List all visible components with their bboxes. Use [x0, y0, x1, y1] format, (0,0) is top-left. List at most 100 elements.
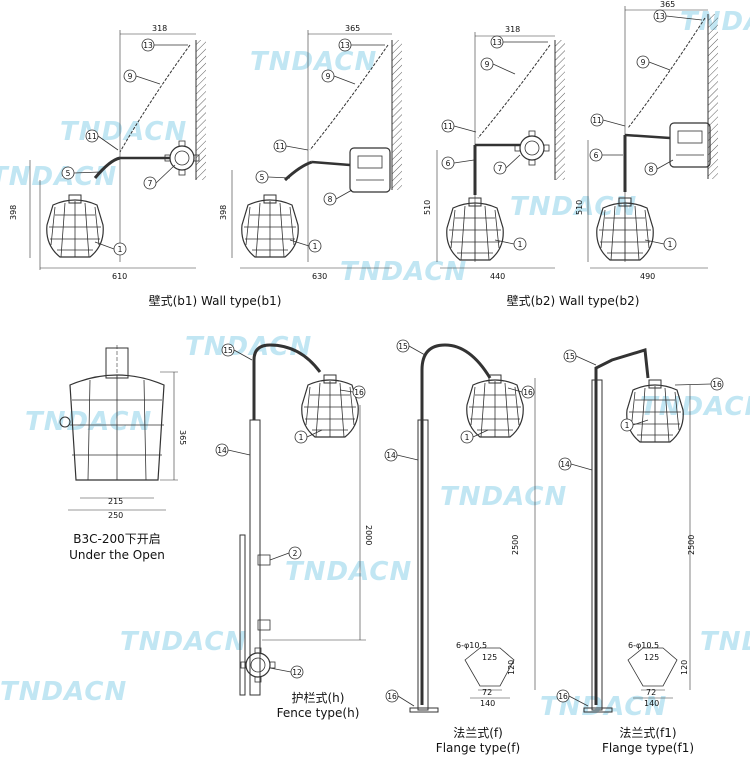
callout-number: 16 — [558, 692, 568, 701]
callout-b1b-5 — [255, 170, 291, 184]
callout-b1b-11 — [338, 38, 385, 52]
callout-number: 11 — [592, 116, 602, 125]
callout-b2b-10 — [590, 113, 626, 127]
dim-flange-holes: 6-φ10.5 — [456, 641, 487, 650]
callout-fence-15 — [339, 385, 366, 399]
callout-b2-6 — [441, 156, 475, 170]
dim-b2b-top: 365 — [660, 0, 675, 9]
callout-number: 9 — [128, 72, 133, 81]
callout-b1-10 — [85, 129, 119, 151]
caption-wall-type-b1: 壁式(b1) Wall type(b1) — [148, 294, 282, 308]
caption-fence-cn: 护栏式(h) — [291, 691, 345, 705]
callout-number: 15 — [398, 342, 408, 351]
dim-flange1-inner: 72 — [646, 688, 656, 697]
callout-b2-7 — [493, 154, 521, 175]
dim-b1b-bottom: 630 — [312, 272, 327, 281]
callout-b2-9 — [480, 57, 516, 75]
dim-b2-top: 318 — [505, 25, 520, 34]
callout-b2-1 — [494, 237, 527, 251]
callout-number: 1 — [299, 433, 304, 442]
callout-number: 7 — [498, 164, 503, 173]
callout-b1b-8 — [323, 189, 353, 206]
callout-number: 11 — [443, 122, 453, 131]
dim-flange-height: 2500 — [511, 535, 520, 555]
caption-flange-en: Flange type(f) — [435, 741, 521, 755]
callout-f-13 — [384, 448, 419, 462]
caption-flange-cn: 法兰式(f) — [453, 726, 503, 740]
callout-f-1 — [460, 429, 489, 444]
dim-b2-bottom: 440 — [490, 272, 505, 281]
figure-fence — [239, 343, 366, 696]
callout-number: 13 — [143, 41, 153, 50]
callout-number: 5 — [260, 173, 265, 182]
callout-number: 15 — [223, 346, 233, 355]
dim-b1-top: 318 — [152, 24, 167, 33]
callout-b1b-1 — [289, 239, 322, 253]
callout-fence-13 — [215, 443, 251, 457]
dim-fence-height: 2000 — [364, 525, 373, 545]
figure-b1-a — [29, 30, 206, 270]
dim-flange1-holes: 6-φ10.5 — [628, 641, 659, 650]
callout-f1-15 — [674, 377, 724, 391]
callout-number-layer: 13 9 11 5 7 1 13 9 11 5 8 1 13 9 11 6 7 … — [66, 12, 722, 701]
callout-b2b-6 — [589, 148, 623, 162]
caption-fence-en: Fence type(h) — [276, 706, 360, 720]
dim-b1-height: 398 — [9, 205, 18, 220]
watermark-layer: TNDACN TNDACN TNDACN TNDACN TNDACN TNDAC… — [0, 7, 750, 722]
callout-b2b-8 — [644, 159, 674, 176]
watermark-text: TNDACN — [640, 392, 750, 422]
callout-number: 14 — [217, 446, 227, 455]
callout-number: 13 — [340, 41, 350, 50]
dim-b2b-bottom: 490 — [640, 272, 655, 281]
callout-number: 13 — [655, 12, 665, 21]
callout-number: 5 — [66, 169, 71, 178]
callout-number: 2 — [293, 549, 298, 558]
figure-b2-b — [587, 6, 718, 269]
watermark-text: TNDACN — [120, 627, 247, 657]
callout-b2-11 — [490, 35, 548, 49]
callout-b1b-9 — [321, 69, 356, 85]
callout-f1-16 — [556, 689, 589, 707]
watermark-text: TNDACN — [285, 557, 412, 587]
watermark-text: TNDACN — [510, 192, 637, 222]
callout-number: 15 — [565, 352, 575, 361]
callout-number: 6 — [594, 151, 599, 160]
callout-number: 14 — [386, 451, 396, 460]
watermark-text: TNDACN — [340, 257, 467, 287]
callout-number: 6 — [446, 159, 451, 168]
dim-flange1-outer: 140 — [644, 699, 659, 708]
callout-number: 11 — [275, 142, 285, 151]
dim-open-height: 365 — [178, 430, 187, 445]
caption-wall-type-b2: 壁式(b2) Wall type(b2) — [506, 294, 640, 308]
dim-b1-bottom: 610 — [112, 272, 127, 281]
dim-flange1-height: 2500 — [687, 535, 696, 555]
callout-number: 1 — [313, 242, 318, 251]
watermark-text: TNDACN — [60, 117, 187, 147]
callout-number: 9 — [326, 72, 331, 81]
callout-number: 13 — [492, 38, 502, 47]
callout-b2-10 — [441, 119, 477, 133]
dim-flange-side: 120 — [507, 660, 516, 675]
watermark-text: TNDACN — [700, 627, 750, 657]
callout-b2b-9 — [636, 55, 671, 71]
callout-f-16 — [385, 689, 415, 707]
callout-f1-13 — [558, 457, 593, 471]
callout-b1-7 — [143, 164, 176, 190]
watermark-text: TNDACN — [0, 677, 127, 707]
callout-b1-9 — [123, 69, 161, 85]
callout-number: 1 — [518, 240, 523, 249]
dim-flange-outer: 140 — [480, 699, 495, 708]
caption-bottom-open-cn: B3C-200下开启 — [73, 532, 161, 546]
callout-b1-5 — [61, 166, 101, 180]
callout-number: 16 — [523, 388, 533, 397]
figure-b2-a — [436, 32, 565, 269]
callout-number: 14 — [560, 460, 570, 469]
callout-f-14 — [396, 339, 426, 356]
dim-flange-pcd: 125 — [482, 653, 497, 662]
callout-f1-1 — [620, 418, 649, 432]
dim-flange-inner: 72 — [482, 688, 492, 697]
callout-number: 12 — [292, 668, 302, 677]
caption-flange1-en: Flange type(f1) — [601, 741, 695, 755]
